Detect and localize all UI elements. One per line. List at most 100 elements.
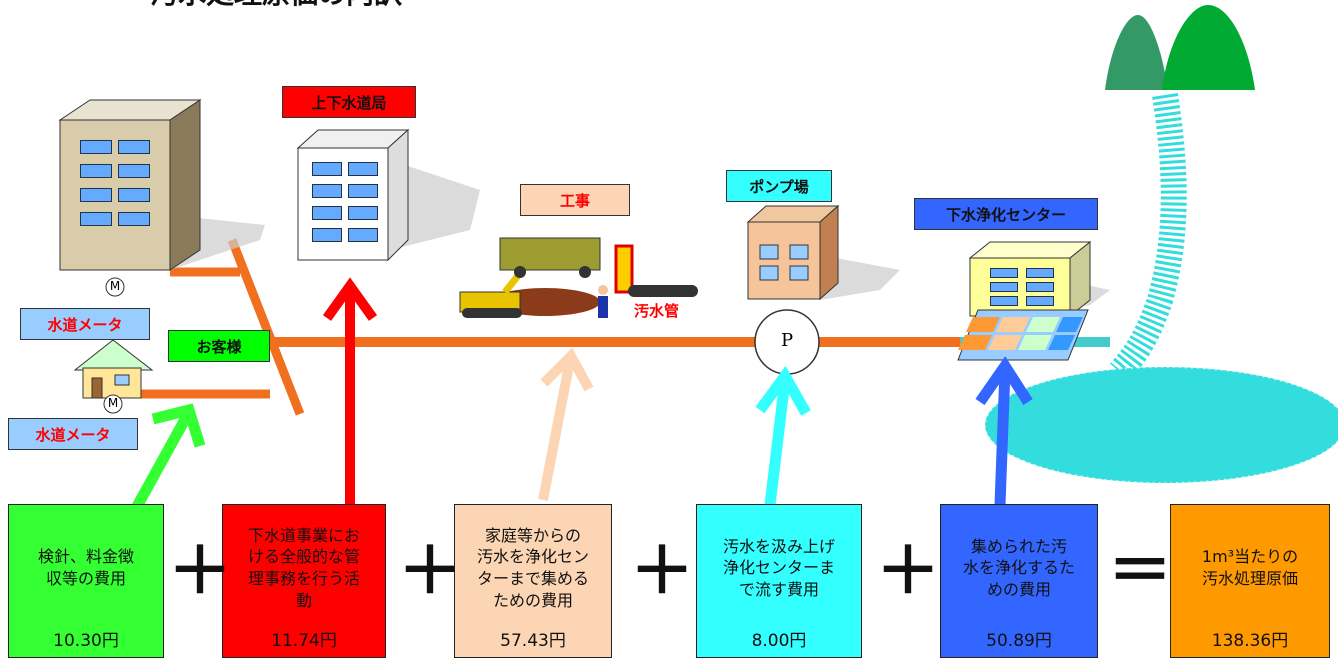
plus-operator: ＋	[630, 535, 694, 609]
customer-building	[59, 119, 171, 271]
building-window	[348, 184, 378, 198]
meter-label: 水道メータ	[20, 308, 150, 340]
building-window	[118, 164, 150, 178]
building-window	[80, 164, 112, 178]
pump-window	[759, 265, 779, 281]
pump-label: ポンプ場	[726, 170, 832, 202]
cost-value: 138.36円	[1211, 631, 1289, 651]
cost-box-collection: 家庭等からの 汚水を浄化セン ターまで集める ための費用 57.43円	[454, 504, 612, 658]
pump-window	[789, 265, 809, 281]
cost-box-treatment: 集められた汚 水を浄化するた めの費用 50.89円	[940, 504, 1098, 658]
truck-wheel	[579, 266, 591, 278]
meter-icon	[105, 277, 125, 297]
pump-building	[747, 221, 821, 300]
building-side	[169, 99, 201, 271]
cost-description: 集められた汚 水を浄化するた めの費用	[962, 536, 1075, 599]
bureau-side	[387, 128, 409, 262]
cost-description: 検針、料金徴 収等の費用	[37, 547, 134, 588]
arrow-peach	[538, 347, 594, 501]
meter-symbol: M	[109, 279, 121, 293]
pump-shadow	[820, 255, 900, 300]
lake-texture	[984, 366, 1338, 484]
building-window	[1026, 282, 1054, 292]
pump-side	[819, 204, 839, 301]
cost-value: 11.74円	[271, 631, 337, 651]
building-window	[990, 282, 1018, 292]
cost-box-administration: 下水道事業にお ける全般的な管 理事務を行う活 動 11.74円	[222, 504, 386, 658]
building-window	[118, 140, 150, 154]
sewer-pipe-section	[628, 285, 698, 297]
building-window	[80, 212, 112, 226]
tank	[1056, 317, 1083, 332]
pump-window	[759, 244, 779, 260]
cost-value: 57.43円	[500, 631, 566, 651]
meter-label: 水道メータ	[8, 418, 138, 450]
lateral-pipe	[227, 238, 305, 416]
plus-operator: ＋	[876, 535, 940, 609]
cost-value: 50.89円	[986, 631, 1052, 651]
cost-description: 1m³当たりの 汚水処理原価	[1201, 547, 1299, 588]
cost-value: 8.00円	[751, 631, 807, 651]
tank	[1018, 335, 1052, 350]
cost-description: 汚水を汲み上げ 浄化センターま で流す費用	[722, 536, 835, 599]
worker	[598, 296, 608, 318]
cost-box-meter-reading: 検針、料金徴 収等の費用 10.30円	[8, 504, 164, 658]
mountain-right	[1162, 5, 1255, 90]
page-title: 汚水処理原価の内訳	[150, 0, 402, 12]
cost-description: 下水道事業にお ける全般的な管 理事務を行う活 動	[247, 525, 360, 610]
bureau-label: 上下水道局	[282, 86, 416, 118]
arrow-red	[322, 277, 378, 508]
building-window	[312, 228, 342, 242]
building-window	[1026, 268, 1054, 278]
plus-operator: ＋	[168, 535, 232, 609]
building-window	[348, 206, 378, 220]
mountain-left	[1105, 15, 1168, 90]
building-window	[312, 206, 342, 220]
worker-head	[598, 285, 608, 295]
equals-operator: ＝	[1108, 535, 1172, 609]
building-window	[80, 188, 112, 202]
building-window	[80, 140, 112, 154]
dump-truck	[499, 237, 601, 271]
bureau-shadow	[390, 160, 480, 250]
arrow-cyan	[755, 365, 811, 506]
construction-sign	[614, 244, 634, 294]
pump-window	[789, 244, 809, 260]
tank	[1048, 335, 1075, 350]
arrow-green	[130, 403, 206, 513]
center-roof	[968, 241, 1092, 259]
customer-label: お客様	[168, 330, 270, 362]
building-window	[312, 162, 342, 176]
plus-operator: ＋	[398, 535, 462, 609]
house-roof	[73, 339, 154, 371]
meter-symbol: M	[107, 396, 119, 410]
tank	[966, 317, 1000, 332]
sewer-pipe-label: 汚水管	[634, 302, 680, 320]
lake	[985, 367, 1338, 483]
building-window	[118, 188, 150, 202]
building-window	[348, 228, 378, 242]
tank	[988, 335, 1022, 350]
excavator-tracks	[462, 308, 522, 318]
tank	[958, 335, 992, 350]
cost-box-pumping: 汚水を汲み上げ 浄化センターま で流す費用 8.00円	[696, 504, 862, 658]
truck-wheel	[514, 266, 526, 278]
construction-label: 工事	[520, 184, 630, 216]
river	[1110, 93, 1187, 381]
house-door	[91, 377, 103, 399]
center-building	[969, 257, 1071, 317]
pump-symbol: P	[780, 330, 794, 351]
center-label: 下水浄化センター	[914, 198, 1098, 230]
building-window	[990, 268, 1018, 278]
building-window	[990, 296, 1018, 306]
meter-icon	[103, 394, 123, 414]
cost-description: 家庭等からの 汚水を浄化セン ターまで集める ための費用	[476, 525, 589, 610]
building-window	[312, 184, 342, 198]
building-window	[348, 162, 378, 176]
building-window	[118, 212, 150, 226]
cost-value: 10.30円	[53, 631, 119, 651]
cost-box-total: 1m³当たりの 汚水処理原価 138.36円	[1170, 504, 1330, 658]
house-window	[114, 374, 130, 386]
